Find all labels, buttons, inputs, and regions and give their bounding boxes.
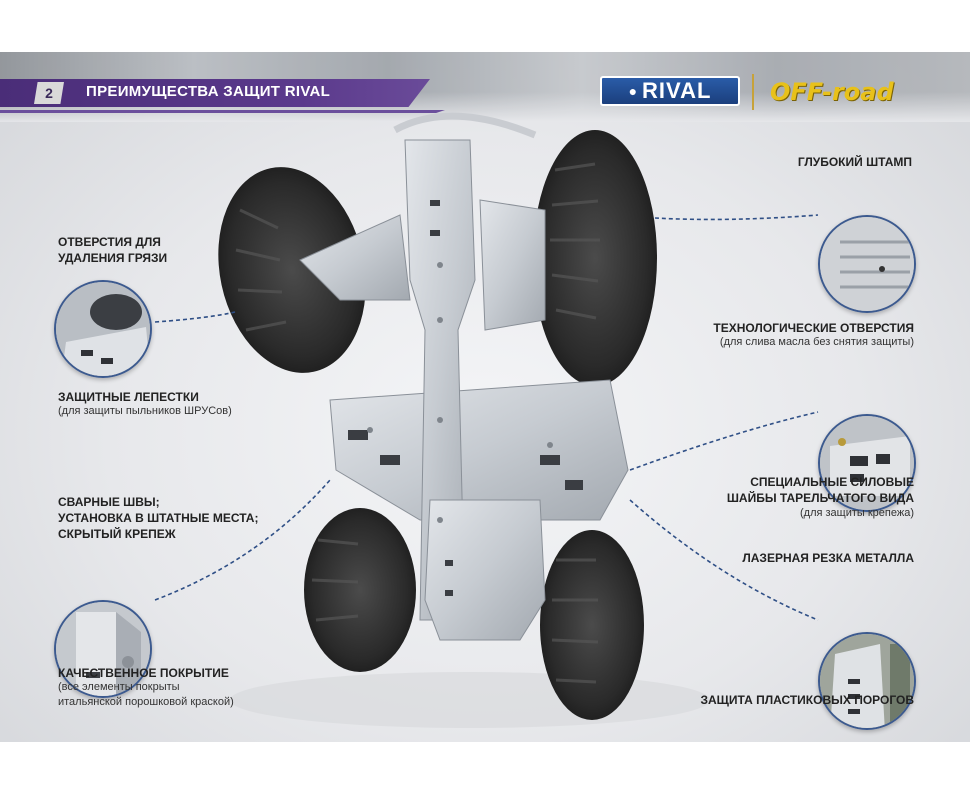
a-arm-guard-left <box>299 214 411 301</box>
callout-welds-line3: СКРЫТЫЙ КРЕПЕЖ <box>58 527 176 541</box>
callout-line-stamp <box>654 214 819 221</box>
callout-coating-note-line2: итальянской порошковой краской) <box>58 696 234 708</box>
callout-coating-title: КАЧЕСТВЕННОЕ ПОКРЫТИЕ <box>58 666 229 680</box>
front-right-tire <box>533 130 657 386</box>
callout-holes-label: ОТВЕРСТИЯ ДЛЯ УДАЛЕНИЯ ГРЯЗИ <box>58 234 167 266</box>
callout-petals-note: (для защиты пыльников ШРУСов) <box>58 405 232 417</box>
callout-welds-label: СВАРНЫЕ ШВЫ; УСТАНОВКА В ШТАТНЫЕ МЕСТА; … <box>58 494 258 542</box>
callout-line-laser <box>629 499 819 621</box>
callout-line-tech-holes <box>629 411 819 471</box>
callout-holes-line2: УДАЛЕНИЯ ГРЯЗИ <box>58 251 168 265</box>
detail-circle-stamp <box>818 215 916 313</box>
callout-holes-line1: ОТВЕРСТИЯ ДЛЯ <box>58 235 161 249</box>
callout-coating-note: (все элементы покрыты итальянской порошк… <box>58 680 234 710</box>
callout-petals-title: ЗАЩИТНЫЕ ЛЕПЕСТКИ <box>58 390 199 404</box>
front-skid-plate <box>329 379 629 521</box>
offroad-logo: OFF-road <box>770 78 894 106</box>
rival-emblem-icon: ● <box>628 83 639 99</box>
title-ribbon <box>0 79 430 107</box>
detail-circle-holes <box>54 280 152 378</box>
callout-tech-holes-title: ТЕХНОЛОГИЧЕСКИЕ ОТВЕРСТИЯ <box>713 321 914 335</box>
page-number: 2 <box>34 82 64 104</box>
page-title: ПРЕИМУЩЕСТВА ЗАЩИТ RIVAL <box>86 83 331 100</box>
a-arm-guard-right <box>479 199 546 331</box>
callout-stamp-title: ГЛУБОКИЙ ШТАМП <box>797 155 912 169</box>
callout-laser-title: ЛАЗЕРНАЯ РЕЗКА МЕТАЛЛА <box>742 551 914 565</box>
logo-divider <box>752 74 754 110</box>
detail-circle-welds <box>54 600 152 698</box>
callout-coating-note-line1: (все элементы покрыты <box>58 681 180 693</box>
detail-circle-laser <box>818 632 916 730</box>
rival-brand-text: RIVAL <box>642 78 712 103</box>
holes-detail-image <box>56 282 150 376</box>
callout-sills-title: ЗАЩИТА ПЛАСТИКОВЫХ ПОРОГОВ <box>700 693 914 707</box>
callout-washers-line1: СПЕЦИАЛЬНЫЕ СИЛОВЫЕ <box>750 475 914 489</box>
callout-line-holes <box>154 311 236 323</box>
rear-skid-plate <box>424 499 546 641</box>
page-spread: 2 ПРЕИМУЩЕСТВА ЗАЩИТ RIVAL ● RIVAL OFF-r… <box>0 52 970 742</box>
stamp-detail-image <box>820 217 914 311</box>
tech-holes-detail-image <box>820 416 914 510</box>
callout-line-welds <box>154 479 331 601</box>
callout-tech-holes-note: (для слива масла без снятия защиты) <box>719 336 914 348</box>
welds-detail-image <box>56 602 150 696</box>
callout-washers-line2: ШАЙБЫ ТАРЕЛЬЧАТОГО ВИДА <box>726 491 914 505</box>
callout-washers-note: (для защиты крепежа) <box>799 507 914 519</box>
atv-illustration <box>154 112 819 728</box>
rear-left-tire <box>304 508 416 672</box>
rear-right-tire <box>540 530 644 720</box>
callout-washers-label: СПЕЦИАЛЬНЫЕ СИЛОВЫЕ ШАЙБЫ ТАРЕЛЬЧАТОГО В… <box>727 474 914 506</box>
laser-detail-image <box>820 634 914 728</box>
callout-welds-line2: УСТАНОВКА В ШТАТНЫЕ МЕСТА; <box>58 511 259 525</box>
ribbon-underline <box>0 110 445 113</box>
callout-welds-line1: СВАРНЫЕ ШВЫ; <box>58 495 160 509</box>
detail-circle-tech-holes <box>818 414 916 512</box>
rival-logo: ● RIVAL <box>600 76 740 106</box>
front-bumper <box>393 112 537 139</box>
